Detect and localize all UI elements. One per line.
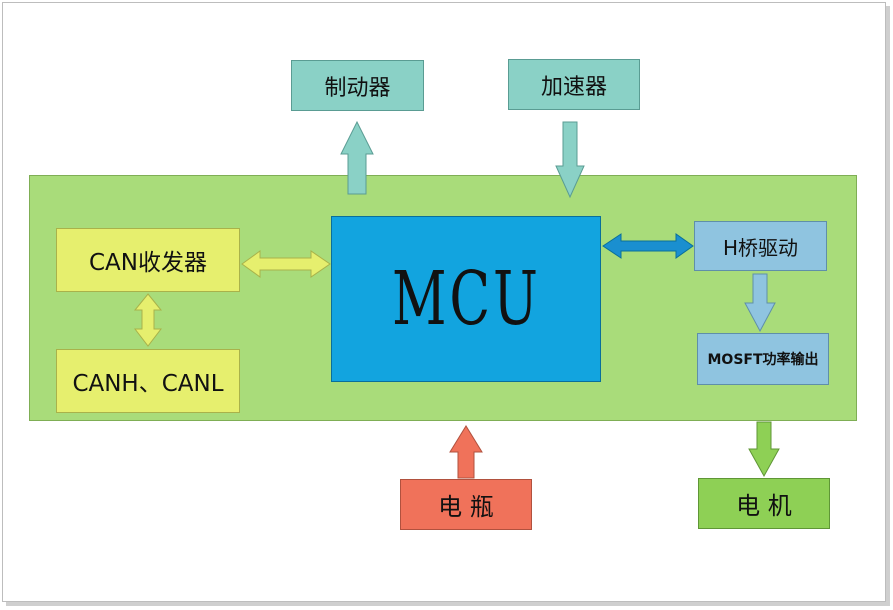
accelerator-box: 加速器	[508, 59, 640, 110]
accelerator-arrow	[555, 121, 585, 199]
battery-label: 电 瓶	[438, 493, 494, 521]
mcu-box: MCU	[331, 216, 601, 382]
can-lines-box: CANH、CANL	[56, 349, 240, 413]
brake-box: 制动器	[291, 60, 424, 111]
can-lines-label: CANH、CANL	[72, 371, 224, 397]
motor-label: 电 机	[736, 492, 792, 520]
battery-arrow	[449, 425, 483, 479]
can-vertical-arrow	[133, 293, 163, 347]
can-mcu-arrow	[241, 250, 331, 278]
motor-box: 电 机	[698, 478, 830, 529]
battery-box: 电 瓶	[400, 479, 532, 530]
h-bridge-label: H桥驱动	[722, 235, 799, 260]
mcu-hbridge-arrow	[602, 233, 694, 259]
mcu-label: MCU	[391, 256, 541, 342]
can-transceiver-box: CAN收发器	[56, 228, 240, 292]
mosfet-label: MOSFT功率输出	[707, 352, 819, 368]
h-bridge-box: H桥驱动	[694, 221, 827, 271]
hbridge-mosfet-arrow	[744, 273, 776, 333]
motor-arrow	[748, 421, 780, 478]
can-transceiver-label: CAN收发器	[89, 250, 207, 276]
mosfet-box: MOSFT功率输出	[697, 333, 829, 385]
accelerator-label: 加速器	[540, 74, 607, 100]
brake-label: 制动器	[324, 75, 391, 101]
brake-arrow	[340, 120, 374, 195]
